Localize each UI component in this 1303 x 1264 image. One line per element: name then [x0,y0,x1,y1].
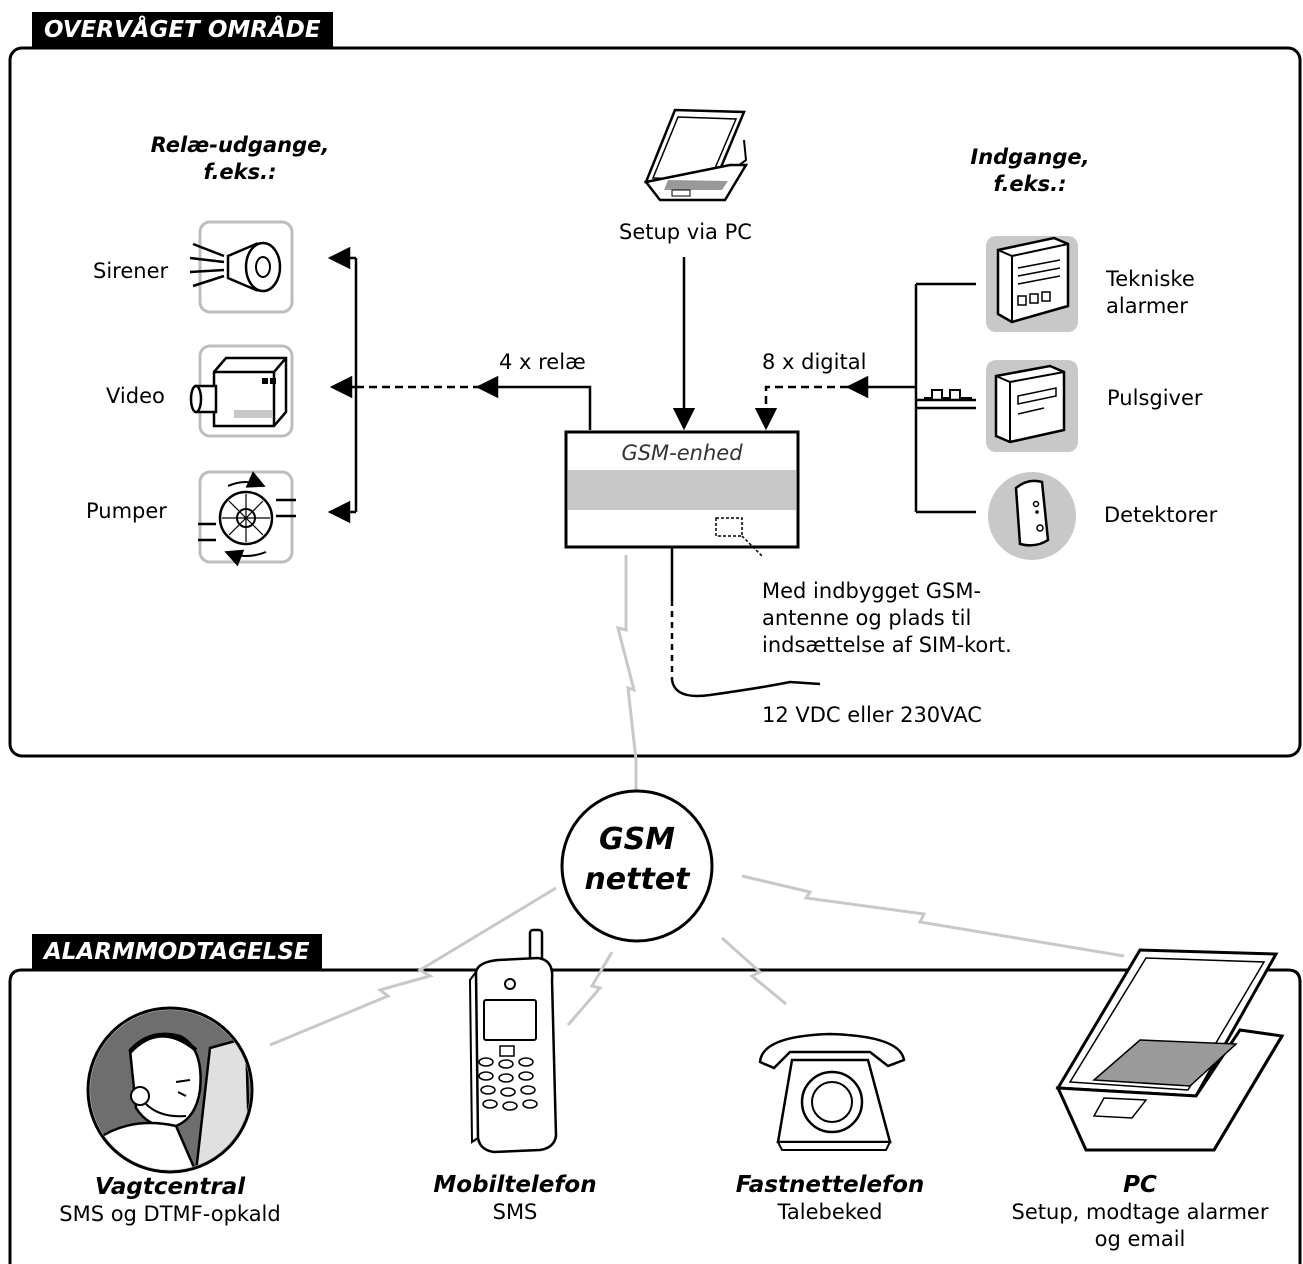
relay-output-pump-label: Pumper [86,499,167,523]
gsm-unit-box [564,430,800,557]
gsm-unit-label: GSM-enhed [621,441,743,465]
detector-label: Detektorer [1104,503,1218,527]
detector-icon [988,472,1076,560]
landline-phone-icon [758,1032,906,1151]
relay-heading: Relæ-udgange, f.eks.: [140,132,340,186]
wireless-links [269,555,1125,1047]
receiver-pc: PC Setup, modtage alarmer og email [995,1172,1285,1253]
monitored-area-frame [8,46,1302,758]
receiver-landline-phone-name: Fastnettelefon [735,1172,925,1198]
setup-label: Setup via PC [619,220,752,244]
technical-alarm-icon [986,236,1078,332]
gsm-network-line1: GSM [598,822,676,857]
receiver-landline-phone: Fastnettelefon Talebeked [720,1172,940,1226]
receiver-landline-phone-desc: Talebeked [777,1200,883,1224]
input-bus-line [914,282,976,514]
receiver-mobile-phone: Mobiltelefon SMS [410,1172,620,1226]
relay-bus-line [330,256,358,514]
pulse-waveform [924,389,972,399]
pulse-generator-label: Pulsgiver [1107,386,1203,410]
receiver-mobile-phone-desc: SMS [492,1200,538,1224]
pulse-generator-icon [986,360,1078,452]
antenna-note: Med indbygget GSM- antenne og plads til … [762,578,1012,659]
receiving-area-frame [8,968,1302,1264]
antenna-note-line1: Med indbygget GSM- [762,579,982,603]
pump-icon [198,470,296,567]
input-heading-line2: f.eks.: [993,172,1067,196]
technical-alarm-line1: Tekniske [1106,267,1195,291]
relay-output-video-label: Video [106,384,165,408]
video-camera-icon [189,344,294,438]
siren-icon [189,220,294,314]
gsm-network-label: GSM nettet [562,820,712,900]
mobile-phone-icon [468,928,558,1154]
relay-count-label: 4 x relæ [499,350,586,374]
digital-count-label: 8 x digital [762,350,867,374]
relay-heading-line2: f.eks.: [203,160,277,184]
input-heading-line1: Indgange, [970,145,1090,169]
receiver-mobile-phone-name: Mobiltelefon [433,1172,597,1198]
receiver-guard-central-desc: SMS og DTMF-opkald [59,1202,281,1226]
guard-central-icon [86,1006,254,1174]
gsm-network-line2: nettet [584,862,690,897]
antenna-note-line2: antenne og plads til [762,606,972,630]
receiver-pc-desc2: og email [1094,1227,1186,1251]
receiving-area-title: ALARMMODTAGELSE [32,934,322,970]
receiver-pc-desc1: Setup, modtage alarmer [1011,1200,1269,1224]
technical-alarm-label: Tekniske alarmer [1106,266,1195,320]
sim-slot-icon [715,517,743,537]
receiver-guard-central: Vagtcentral SMS og DTMF-opkald [40,1174,300,1228]
setup-laptop-icon [643,108,749,202]
relay-heading-line1: Relæ-udgange, [150,133,330,157]
relay-output-siren-label: Sirener [93,259,169,283]
power-label: 12 VDC eller 230VAC [762,703,982,727]
antenna-note-line3: indsættelse af SIM-kort. [762,633,1012,657]
monitored-area-title: OVERVÅGET OMRÅDE [32,12,333,48]
input-heading: Indgange, f.eks.: [930,144,1130,198]
receiver-pc-name: PC [1123,1172,1157,1198]
relay-arrow [475,375,592,430]
pc-laptop-icon [1055,948,1285,1152]
receiver-guard-central-name: Vagtcentral [94,1174,246,1200]
gsm-network-circle [560,789,714,943]
technical-alarm-line2: alarmer [1106,294,1188,318]
